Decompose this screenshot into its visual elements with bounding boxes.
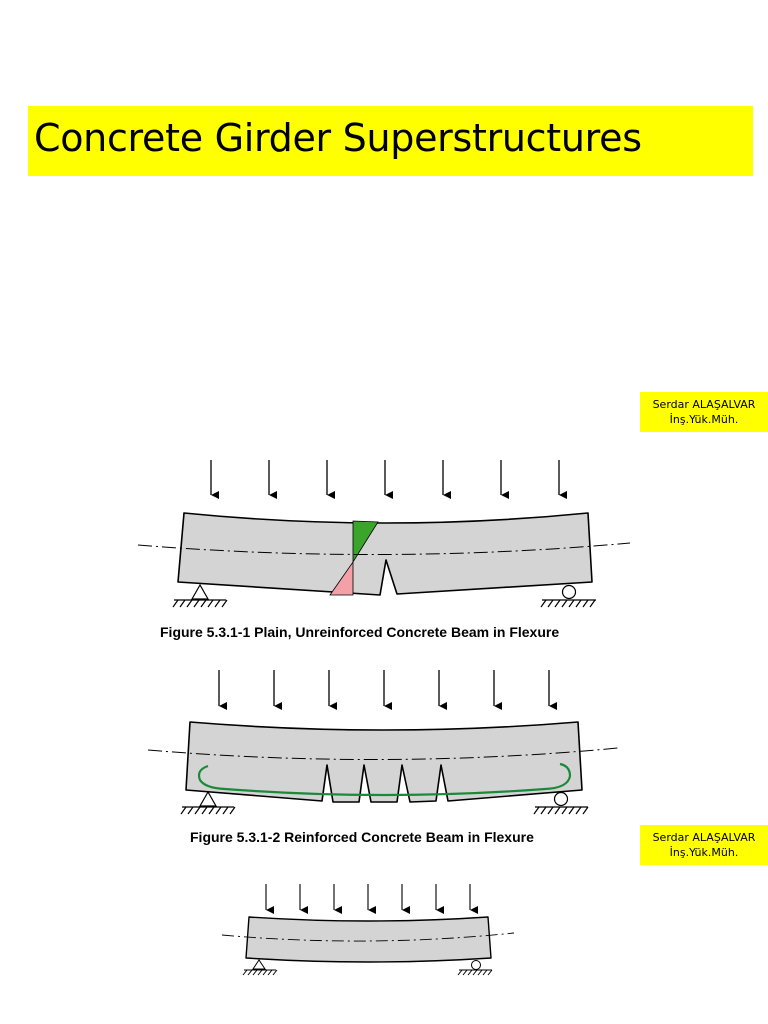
figure-reinforced-beam xyxy=(147,670,619,815)
reinforcement-bar xyxy=(197,762,572,797)
beam-body xyxy=(185,721,583,803)
neutral-axis xyxy=(137,542,631,556)
figure-plain-beam xyxy=(137,460,631,608)
author-box-top: Serdar ALAŞALVAR İnş.Yük.Müh. xyxy=(640,392,768,432)
figure-small-beam xyxy=(221,884,515,976)
tension-zone xyxy=(329,560,354,596)
slide-title: Concrete Girder Superstructures xyxy=(34,116,642,160)
compression-zone xyxy=(352,520,379,564)
roller-support xyxy=(457,960,493,976)
author-box-bottom: Serdar ALAŞALVAR İnş.Yük.Müh. xyxy=(640,825,768,865)
title-band: Concrete Girder Superstructures xyxy=(28,106,753,176)
author-title: İnş.Yük.Müh. xyxy=(669,413,739,426)
load-arrows xyxy=(265,884,478,914)
roller-support xyxy=(540,584,596,608)
load-arrows xyxy=(210,460,567,499)
load-arrows xyxy=(218,670,557,710)
author-name: Serdar ALAŞALVAR xyxy=(652,831,756,844)
roller-support xyxy=(533,791,589,815)
pin-support xyxy=(172,583,228,608)
pin-support xyxy=(242,959,278,976)
figure-1-caption: Figure 5.3.1-1 Plain, Unreinforced Concr… xyxy=(160,624,560,640)
author-name: Serdar ALAŞALVAR xyxy=(652,398,756,411)
beam-body xyxy=(245,916,492,963)
figure-2-caption: Figure 5.3.1-2 Reinforced Concrete Beam … xyxy=(190,829,534,845)
pin-support xyxy=(180,790,236,815)
author-title: İnş.Yük.Müh. xyxy=(669,846,739,859)
